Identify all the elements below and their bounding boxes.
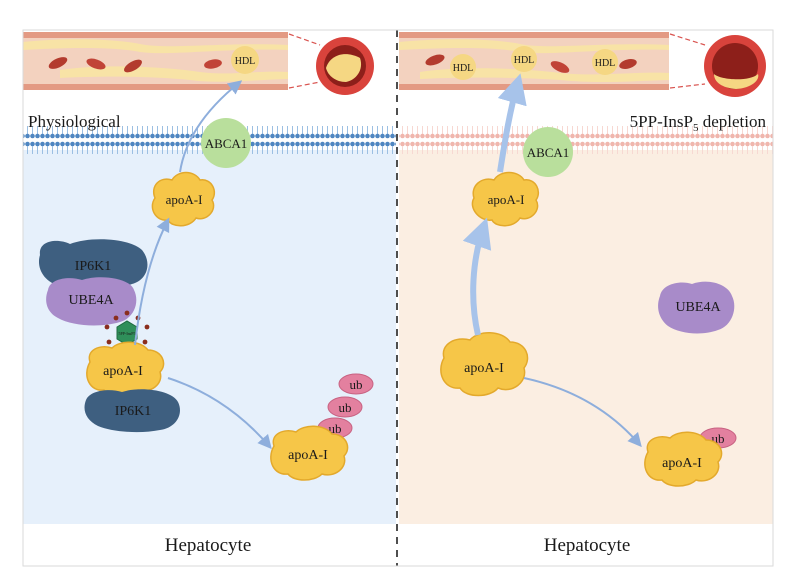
right-hdl-particle-1: HDL <box>450 54 476 80</box>
left-arrow-secretion-lower <box>134 217 170 346</box>
right-cell-label: Hepatocyte <box>544 535 631 556</box>
right-apoa-center: apoA-I <box>440 332 529 397</box>
left-ube4a: UBE4A <box>46 277 137 326</box>
left-panel: HDL Physiological ABCA1 apoA-I IP6K1 <box>23 32 396 564</box>
right-apoa-secreted-label: apoA-I <box>488 192 525 207</box>
left-vessel-zoom <box>288 33 374 95</box>
right-abca1-transporter: ABCA1 <box>523 127 573 177</box>
left-apoa-ubiquitinated-label: apoA-I <box>288 448 328 463</box>
right-hdl-particle-3: HDL <box>592 49 618 75</box>
right-vessel-zoom <box>669 33 766 97</box>
left-abca1-transporter: ABCA1 <box>201 118 251 168</box>
left-arrow-degradation <box>167 377 272 450</box>
left-metabolite-badge: 5PP-InsP5 <box>104 310 150 346</box>
left-panel-bottom-band <box>23 524 396 564</box>
left-ip6k1-top-label: IP6K1 <box>75 259 112 274</box>
right-apoa-secreted: apoA-I <box>471 171 540 227</box>
right-apoa-ubiquitinated-label: apoA-I <box>662 456 702 471</box>
figure-frame <box>22 29 774 567</box>
left-apoa-secreted-label: apoA-I <box>166 192 203 207</box>
left-ube4a-label: UBE4A <box>68 293 114 308</box>
right-condition-suffix: depletion <box>698 112 766 131</box>
right-cell-membrane <box>399 126 773 154</box>
right-condition-prefix: 5PP-InsP <box>630 112 693 131</box>
right-condition-subscript: 5 <box>693 122 699 134</box>
left-hdl-label: HDL <box>235 56 256 67</box>
left-ub-label-3: ub <box>329 421 342 436</box>
right-panel-bottom-band <box>399 524 773 564</box>
right-panel: HDL HDL HDL 5PP-InsP5 depletion ABCA1 ap… <box>399 32 773 564</box>
right-arrow-secretion-upper <box>497 73 527 173</box>
left-apoa-complex: apoA-I <box>86 341 165 397</box>
right-condition-title: 5PP-InsP5 depletion <box>630 112 767 134</box>
right-hdl-label-1: HDL <box>453 63 474 74</box>
right-ube4a: UBE4A <box>658 281 735 334</box>
right-hdl-label-2: HDL <box>514 55 535 66</box>
right-hdl-particle-2: HDL <box>511 46 537 72</box>
left-ip6k1-bottom-label: IP6K1 <box>115 404 152 419</box>
right-abca1-label: ABCA1 <box>527 145 570 160</box>
left-ip6k1-bottom: IP6K1 <box>84 389 180 433</box>
right-apoa-center-label: apoA-I <box>464 361 504 376</box>
right-arrow-secretion-lower <box>462 217 492 336</box>
left-arrow-secretion-upper <box>179 80 243 173</box>
left-condition-title: Physiological <box>28 112 121 131</box>
right-apoa-ubiquitinated: apoA-I <box>644 431 723 487</box>
right-arrow-degradation <box>523 377 642 448</box>
left-apoa-complex-label: apoA-I <box>103 364 143 379</box>
left-abca1-label: ABCA1 <box>205 136 248 151</box>
right-ube4a-label: UBE4A <box>675 300 721 315</box>
left-metabolite-badge-label: 5PP-InsP5 <box>119 331 136 336</box>
left-ip6k1-top: IP6K1 <box>38 239 148 291</box>
left-ub-label-1: ub <box>350 377 363 392</box>
left-apoa-secreted: apoA-I <box>151 171 216 227</box>
left-hdl-particle: HDL <box>231 46 259 74</box>
left-apoa-ubiquitinated: apoA-I <box>270 425 349 481</box>
right-hdl-label-3: HDL <box>595 58 616 69</box>
left-ub-label-2: ub <box>339 400 352 415</box>
left-cell-label: Hepatocyte <box>165 535 252 556</box>
